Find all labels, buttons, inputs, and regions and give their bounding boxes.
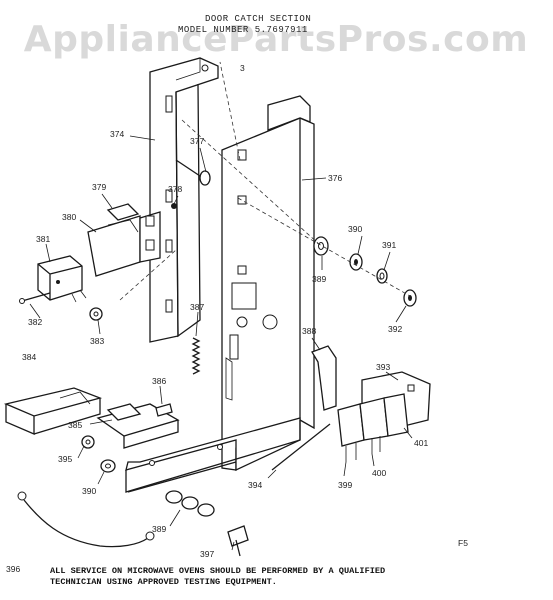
part-380-switch-bracket	[87, 211, 161, 277]
callout-384: 384	[22, 352, 36, 362]
callout-379: 379	[92, 182, 106, 192]
callout-386: 386	[152, 376, 166, 386]
part-389-washers-lower	[165, 490, 215, 517]
callout-400: 400	[372, 468, 386, 478]
callout-381: 381	[36, 234, 50, 244]
section-title: DOOR CATCH SECTION	[205, 14, 311, 24]
part-388-bracket	[311, 345, 337, 411]
leader-lines	[29, 61, 413, 551]
callout-388: 388	[302, 326, 316, 336]
callout-383: 383	[90, 336, 104, 346]
part-384-door-catch	[3, 387, 103, 435]
callout-391: 391	[382, 240, 396, 250]
callout-labels: 3 374 376 377 378 379 380 381 382 383 38…	[6, 63, 428, 574]
part-376-frame	[125, 95, 315, 493]
part-394-screw	[271, 423, 331, 471]
callout-377: 377	[190, 136, 204, 146]
callout-378: 378	[168, 184, 182, 194]
part-390-washer	[349, 253, 363, 271]
part-399-switch	[337, 403, 365, 462]
callout-389: 389	[312, 274, 326, 284]
part-401-switch	[383, 393, 409, 437]
part-377-bushing	[175, 159, 211, 186]
figure-code: F5	[458, 538, 468, 548]
model-number: MODEL NUMBER 5.7697911	[178, 25, 308, 35]
callout-385: 385	[68, 420, 82, 430]
callout-387: 387	[190, 302, 204, 312]
part-395-nut	[81, 435, 95, 449]
callout-392: 392	[388, 324, 402, 334]
part-381-microswitch	[37, 255, 87, 303]
part-378-clip	[171, 203, 177, 209]
callout-394: 394	[248, 480, 262, 490]
part-383-nut	[89, 307, 103, 321]
part-391-nut	[376, 268, 388, 284]
watermark: AppliancePartsPros.com	[24, 19, 528, 60]
part-382-screw	[19, 292, 51, 304]
part-386-screw	[155, 403, 173, 417]
part-397-screw	[227, 525, 249, 557]
callout-401: 401	[414, 438, 428, 448]
callout-395: 395	[58, 454, 72, 464]
callout-390-lower: 390	[82, 486, 96, 496]
callout-393: 393	[376, 362, 390, 372]
part-392-nut	[403, 289, 417, 307]
callout-396: 396	[6, 564, 20, 574]
service-note-line1: ALL SERVICE ON MICROWAVE OVENS SHOULD BE…	[50, 566, 385, 576]
part-389-washer	[313, 236, 329, 256]
callout-380: 380	[62, 212, 76, 222]
callout-382: 382	[28, 317, 42, 327]
callout-374: 374	[110, 129, 124, 139]
service-note-line2: TECHNICIAN USING APPROVED TESTING EQUIPM…	[50, 577, 277, 587]
part-390-washer-lower	[100, 459, 116, 473]
callout-390: 390	[348, 224, 362, 234]
callout-3: 3	[240, 63, 245, 73]
callout-389-lower: 389	[152, 524, 166, 534]
callout-376: 376	[328, 173, 342, 183]
part-387-spring	[191, 337, 201, 375]
part-400-switch	[359, 397, 389, 454]
part-374-bracket	[149, 57, 219, 343]
part-379-actuator	[106, 203, 140, 221]
part-396-ground-wire	[17, 491, 155, 548]
callout-399: 399	[338, 480, 352, 490]
callout-397: 397	[200, 549, 214, 559]
